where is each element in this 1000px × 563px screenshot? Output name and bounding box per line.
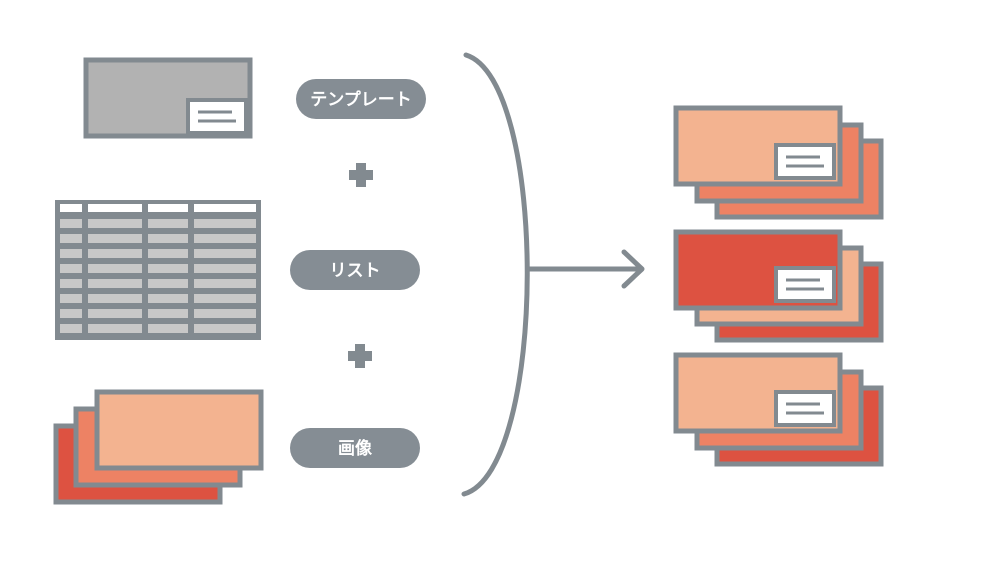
table-cell xyxy=(88,309,142,318)
list-label: リスト xyxy=(330,261,381,281)
table-header-cell xyxy=(88,204,142,212)
table-cell xyxy=(60,309,82,318)
table-header-cell xyxy=(194,204,256,212)
table-cell xyxy=(194,309,256,318)
table-cell xyxy=(88,279,142,288)
table-cell xyxy=(194,219,256,228)
table-cell xyxy=(194,324,256,333)
list-table-thumbnail xyxy=(55,200,261,340)
output-text-box xyxy=(774,266,836,303)
table-cell xyxy=(88,264,142,273)
output-text-box xyxy=(774,143,836,180)
arrow-right-icon xyxy=(525,249,645,289)
table-header-cell xyxy=(60,204,82,212)
table-cell xyxy=(88,249,142,258)
table-cell xyxy=(60,294,82,303)
table-cell xyxy=(194,294,256,303)
table-cell xyxy=(148,279,188,288)
template-text-box xyxy=(186,98,248,135)
table-cell xyxy=(194,234,256,243)
table-cell xyxy=(60,279,82,288)
table-cell xyxy=(60,234,82,243)
table-cell xyxy=(148,219,188,228)
table-cell xyxy=(60,264,82,273)
plus-icon xyxy=(348,344,372,368)
table-cell xyxy=(148,234,188,243)
image-stack-thumbnail xyxy=(53,389,264,505)
table-cell xyxy=(88,294,142,303)
table-cell xyxy=(194,264,256,273)
table-header-cell xyxy=(148,204,188,212)
grouping-bracket xyxy=(461,52,530,497)
table-cell xyxy=(194,249,256,258)
table-cell xyxy=(148,309,188,318)
table-cell xyxy=(88,324,142,333)
list-label-pill: リスト xyxy=(290,250,420,290)
output-card-stack xyxy=(673,352,884,467)
table-cell xyxy=(148,249,188,258)
table-cell xyxy=(88,234,142,243)
plus-icon xyxy=(349,163,373,187)
table-cell xyxy=(60,324,82,333)
template-label-pill: テンプレート xyxy=(296,79,426,119)
table-cell xyxy=(148,324,188,333)
table-cell xyxy=(60,249,82,258)
output-card-stack xyxy=(673,229,884,343)
table-cell xyxy=(148,264,188,273)
image-label-pill: 画像 xyxy=(290,428,420,468)
table-cell xyxy=(60,219,82,228)
template-label: テンプレート xyxy=(310,89,412,110)
table-cell xyxy=(88,219,142,228)
table-cell xyxy=(148,294,188,303)
output-text-box xyxy=(774,390,836,427)
image-label: 画像 xyxy=(338,439,373,459)
template-thumbnail xyxy=(83,57,253,139)
table-cell xyxy=(194,279,256,288)
output-card-stack xyxy=(673,105,884,220)
